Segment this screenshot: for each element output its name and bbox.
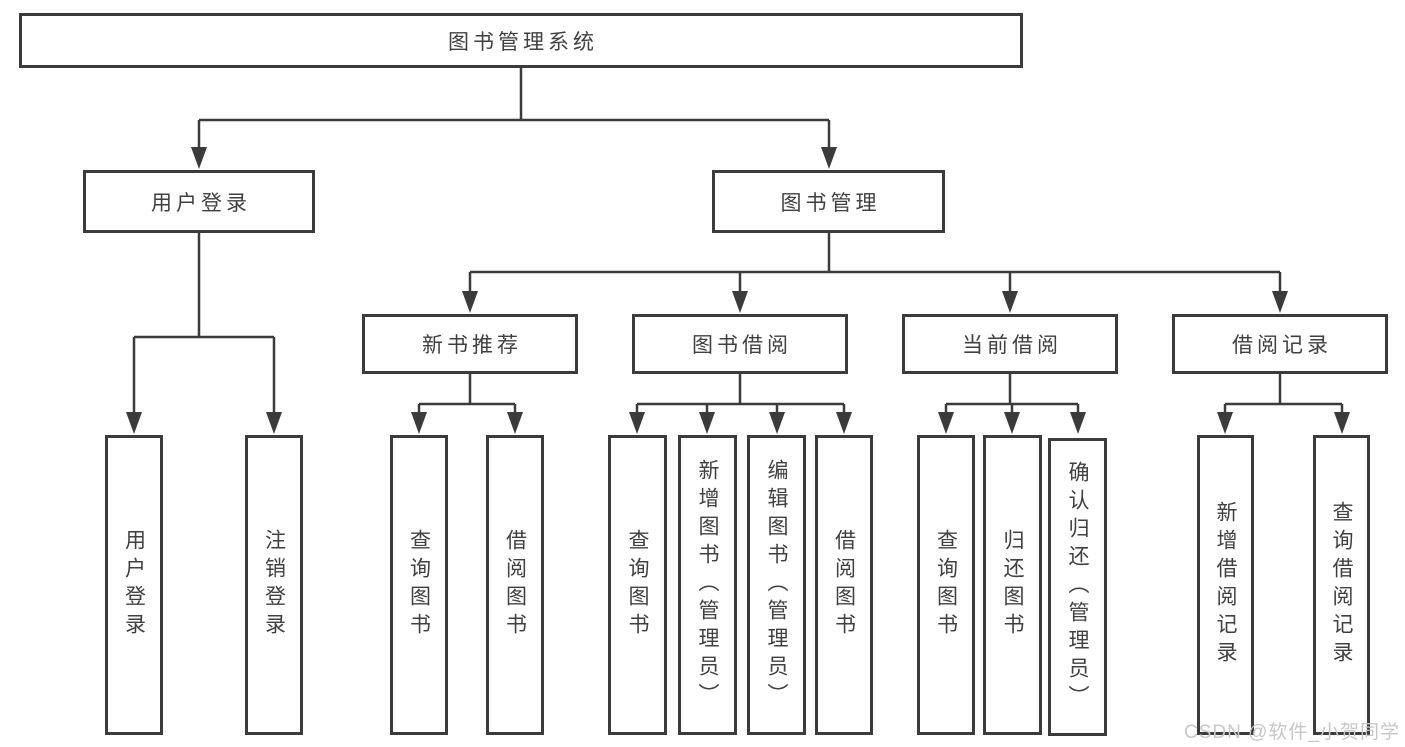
leaf-confirm-return-admin: 确认归还（管理员） [1048, 438, 1107, 736]
arrow-down-icon [126, 412, 142, 434]
node-label: 查询图书 [626, 529, 649, 641]
node-book-borrowing: 图书借阅 [632, 314, 848, 374]
node-label: 图书管理 [780, 191, 881, 215]
arrow-down-icon [699, 412, 715, 434]
leaf-borrow-book: 借阅图书 [815, 435, 873, 735]
leaf-borrow-book-recommend: 借阅图书 [486, 435, 544, 735]
node-label: 用户登录 [151, 191, 251, 215]
leaf-query-books-current: 查询图书 [917, 435, 975, 735]
arrowheads [126, 147, 1350, 434]
node-label: 借阅图书 [832, 529, 856, 641]
node-borrowing-records: 借阅记录 [1172, 314, 1388, 374]
leaf-edit-book-admin: 编辑图书（管理员） [747, 435, 806, 735]
arrow-down-icon [836, 412, 852, 434]
leaf-user-login: 用户登录 [105, 435, 163, 735]
leaf-logout: 注销登录 [245, 435, 303, 735]
node-current-borrowing: 当前借阅 [902, 314, 1118, 374]
node-label: 查询图书 [934, 529, 958, 641]
node-label: 用户登录 [122, 529, 146, 641]
arrow-down-icon [411, 412, 427, 434]
node-label: 查询借阅记录 [1330, 501, 1353, 669]
node-user-login: 用户登录 [83, 170, 315, 233]
node-label: 借阅图书 [503, 529, 527, 641]
node-label: 新书推荐 [422, 334, 522, 357]
node-label: 确认归还（管理员） [1066, 461, 1089, 713]
node-label: 图书借阅 [692, 334, 792, 357]
node-new-book-recommendation: 新书推荐 [362, 314, 578, 374]
leaf-query-borrow-record: 查询借阅记录 [1313, 435, 1370, 735]
node-book-management: 图书管理 [712, 170, 945, 233]
arrow-down-icon [1334, 412, 1350, 434]
node-label: 借阅记录 [1232, 334, 1332, 357]
node-label: 当前借阅 [962, 334, 1062, 357]
arrow-down-icon [1002, 291, 1018, 313]
node-label: 归还图书 [1001, 529, 1024, 641]
leaf-add-book-admin: 新增图书（管理员） [678, 435, 737, 735]
leaf-query-books-recommend: 查询图书 [390, 435, 448, 735]
arrow-down-icon [1272, 291, 1288, 313]
arrow-down-icon [191, 147, 207, 169]
arrow-down-icon [732, 291, 748, 313]
arrow-down-icon [462, 291, 478, 313]
leaf-query-books-borrowing: 查询图书 [608, 435, 667, 735]
leaf-add-borrow-record: 新增借阅记录 [1197, 435, 1254, 735]
node-library-management-system: 图书管理系统 [19, 13, 1023, 68]
node-label: 注销登录 [262, 529, 286, 641]
node-label: 查询图书 [407, 529, 431, 641]
arrow-down-icon [1004, 412, 1020, 434]
arrow-down-icon [938, 412, 954, 434]
arrow-down-icon [1217, 412, 1233, 434]
node-label: 图书管理系统 [448, 30, 598, 54]
node-label: 编辑图书（管理员） [765, 459, 788, 711]
arrow-down-icon [1070, 412, 1086, 434]
arrow-down-icon [821, 147, 837, 169]
leaf-return-book: 归还图书 [983, 435, 1042, 735]
arrow-down-icon [629, 412, 645, 434]
csdn-watermark: CSDN @软件_小贺同学 [1184, 722, 1400, 743]
arrow-down-icon [507, 412, 523, 434]
arrow-down-icon [769, 412, 785, 434]
node-label: 新增图书（管理员） [696, 459, 719, 711]
arrow-down-icon [266, 412, 282, 434]
node-label: 新增借阅记录 [1214, 501, 1237, 669]
